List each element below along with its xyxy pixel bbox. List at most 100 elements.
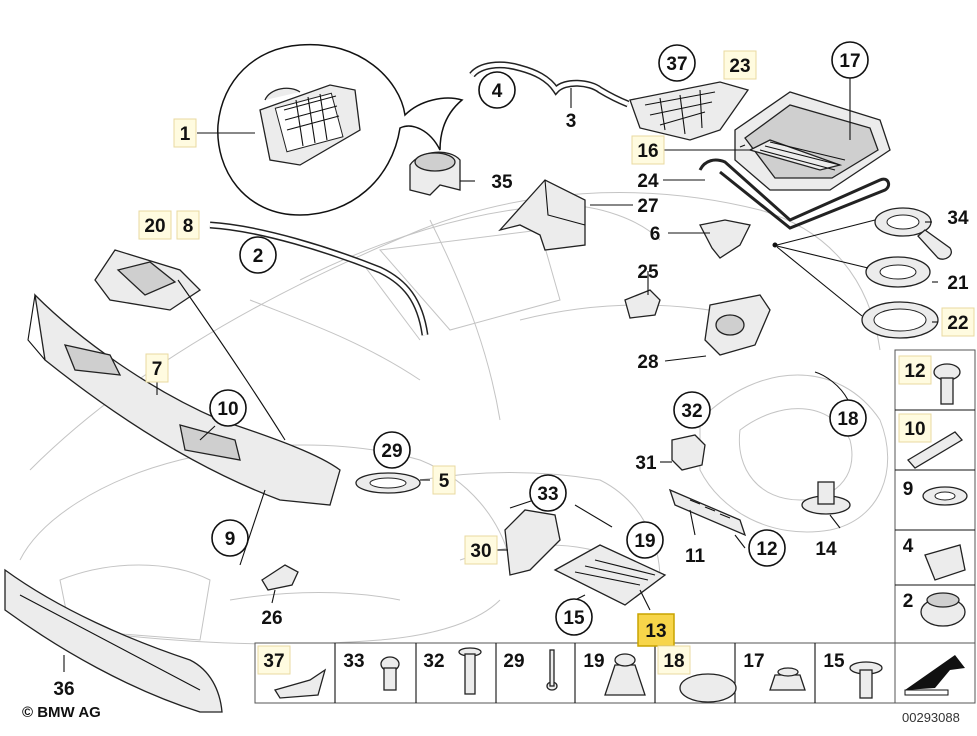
- detail-bubble: [217, 43, 464, 216]
- part-6-bracket: [699, 219, 751, 259]
- part-34-21-22-rings: [772, 207, 952, 339]
- callout-30: 30: [464, 535, 498, 565]
- callout-31: 31: [635, 453, 657, 474]
- part-16-17-box: [734, 91, 891, 191]
- svg-text:23: 23: [729, 56, 750, 77]
- svg-text:29: 29: [503, 651, 524, 672]
- svg-text:35: 35: [491, 172, 513, 193]
- part-20-filter-housing: [94, 249, 202, 311]
- callout-15: 15: [555, 598, 593, 636]
- bottom-row-label-19: 19: [583, 651, 604, 672]
- callout-10: 10: [209, 389, 247, 427]
- svg-text:5: 5: [439, 471, 450, 492]
- svg-text:34: 34: [947, 208, 969, 229]
- part-11-strip: [668, 488, 747, 537]
- svg-text:33: 33: [343, 651, 364, 672]
- svg-text:8: 8: [183, 216, 194, 237]
- svg-text:7: 7: [152, 359, 163, 380]
- bottom-row-parts: [273, 647, 883, 703]
- svg-text:17: 17: [839, 51, 860, 72]
- callout-18: 18: [829, 399, 867, 437]
- callout-33: 33: [529, 474, 567, 512]
- svg-text:2: 2: [253, 246, 264, 267]
- copyright-text: © BMW AG: [22, 704, 101, 721]
- callout-20: 20: [138, 210, 172, 240]
- part-14-grommet: [801, 481, 851, 515]
- part-23-37-tray: [629, 81, 750, 141]
- part-28-panel: [704, 294, 771, 356]
- right-column-parts: [906, 363, 968, 627]
- callout-14: 14: [815, 539, 837, 560]
- callout-37: 37: [658, 44, 696, 82]
- svg-text:15: 15: [563, 608, 585, 629]
- part-8-2-seal: [209, 221, 429, 336]
- svg-text:17: 17: [743, 651, 764, 672]
- callout-16: 16: [631, 135, 665, 165]
- bottom-row-label-18: 18: [657, 645, 691, 675]
- svg-text:29: 29: [381, 441, 402, 462]
- bottom-row-label-17: 17: [743, 651, 764, 672]
- callout-1: 1: [173, 118, 197, 148]
- svg-text:2: 2: [903, 591, 914, 612]
- callout-3: 3: [566, 111, 577, 132]
- callout-17: 17: [831, 41, 869, 79]
- svg-text:20: 20: [144, 216, 165, 237]
- bottom-row-label-32: 32: [423, 651, 444, 672]
- callout-11: 11: [685, 546, 706, 567]
- callout-36: 36: [53, 679, 74, 700]
- part-24-seal: [698, 158, 891, 230]
- right-column-label-12: 12: [898, 355, 932, 385]
- part-29-5-gasket: [355, 472, 421, 494]
- part-32-31-cap: [671, 434, 706, 471]
- svg-text:14: 14: [815, 539, 837, 560]
- bottom-row-label-37: 37: [257, 645, 291, 675]
- part-13-15-plate: [553, 544, 667, 606]
- callout-35: 35: [491, 172, 513, 193]
- svg-text:31: 31: [635, 453, 657, 474]
- svg-text:12: 12: [904, 361, 925, 382]
- callout-4: 4: [478, 71, 516, 109]
- right-column-label-2: 2: [903, 591, 914, 612]
- svg-text:4: 4: [492, 81, 503, 102]
- svg-text:18: 18: [837, 409, 858, 430]
- svg-text:32: 32: [423, 651, 444, 672]
- svg-text:13: 13: [645, 621, 666, 642]
- part-35-bracket: [409, 151, 461, 196]
- svg-text:21: 21: [947, 273, 969, 294]
- part-7-cowl: [27, 293, 341, 506]
- svg-text:26: 26: [261, 608, 282, 629]
- callout-24: 24: [637, 171, 659, 192]
- callout-26: 26: [261, 608, 282, 629]
- callout-2: 2: [239, 236, 277, 274]
- part-27-duct: [498, 179, 586, 251]
- callout-34: 34: [947, 208, 969, 229]
- bottom-row-label-15: 15: [823, 651, 845, 672]
- svg-text:4: 4: [903, 536, 914, 557]
- svg-text:1: 1: [180, 124, 191, 145]
- bottom-row-label-33: 33: [343, 651, 364, 672]
- callout-19: 19: [626, 521, 664, 559]
- callout-6: 6: [650, 224, 661, 245]
- svg-text:22: 22: [947, 313, 968, 334]
- callout-21: 21: [947, 273, 969, 294]
- svg-text:18: 18: [663, 651, 684, 672]
- callout-7: 7: [145, 353, 169, 383]
- svg-text:25: 25: [637, 262, 659, 283]
- callout-13: 13: [637, 613, 675, 647]
- bottom-row-label-29: 29: [503, 651, 524, 672]
- svg-text:36: 36: [53, 679, 74, 700]
- svg-text:10: 10: [904, 419, 925, 440]
- image-number: 00293088: [902, 710, 960, 725]
- right-column-label-4: 4: [903, 536, 914, 557]
- svg-text:11: 11: [685, 546, 706, 567]
- part-3-4-hose: [469, 61, 630, 108]
- right-column-label-9: 9: [903, 479, 914, 500]
- svg-text:19: 19: [583, 651, 604, 672]
- part-36-bumper-support: [4, 568, 223, 713]
- svg-text:16: 16: [637, 141, 658, 162]
- svg-text:6: 6: [650, 224, 661, 245]
- svg-text:33: 33: [537, 484, 558, 505]
